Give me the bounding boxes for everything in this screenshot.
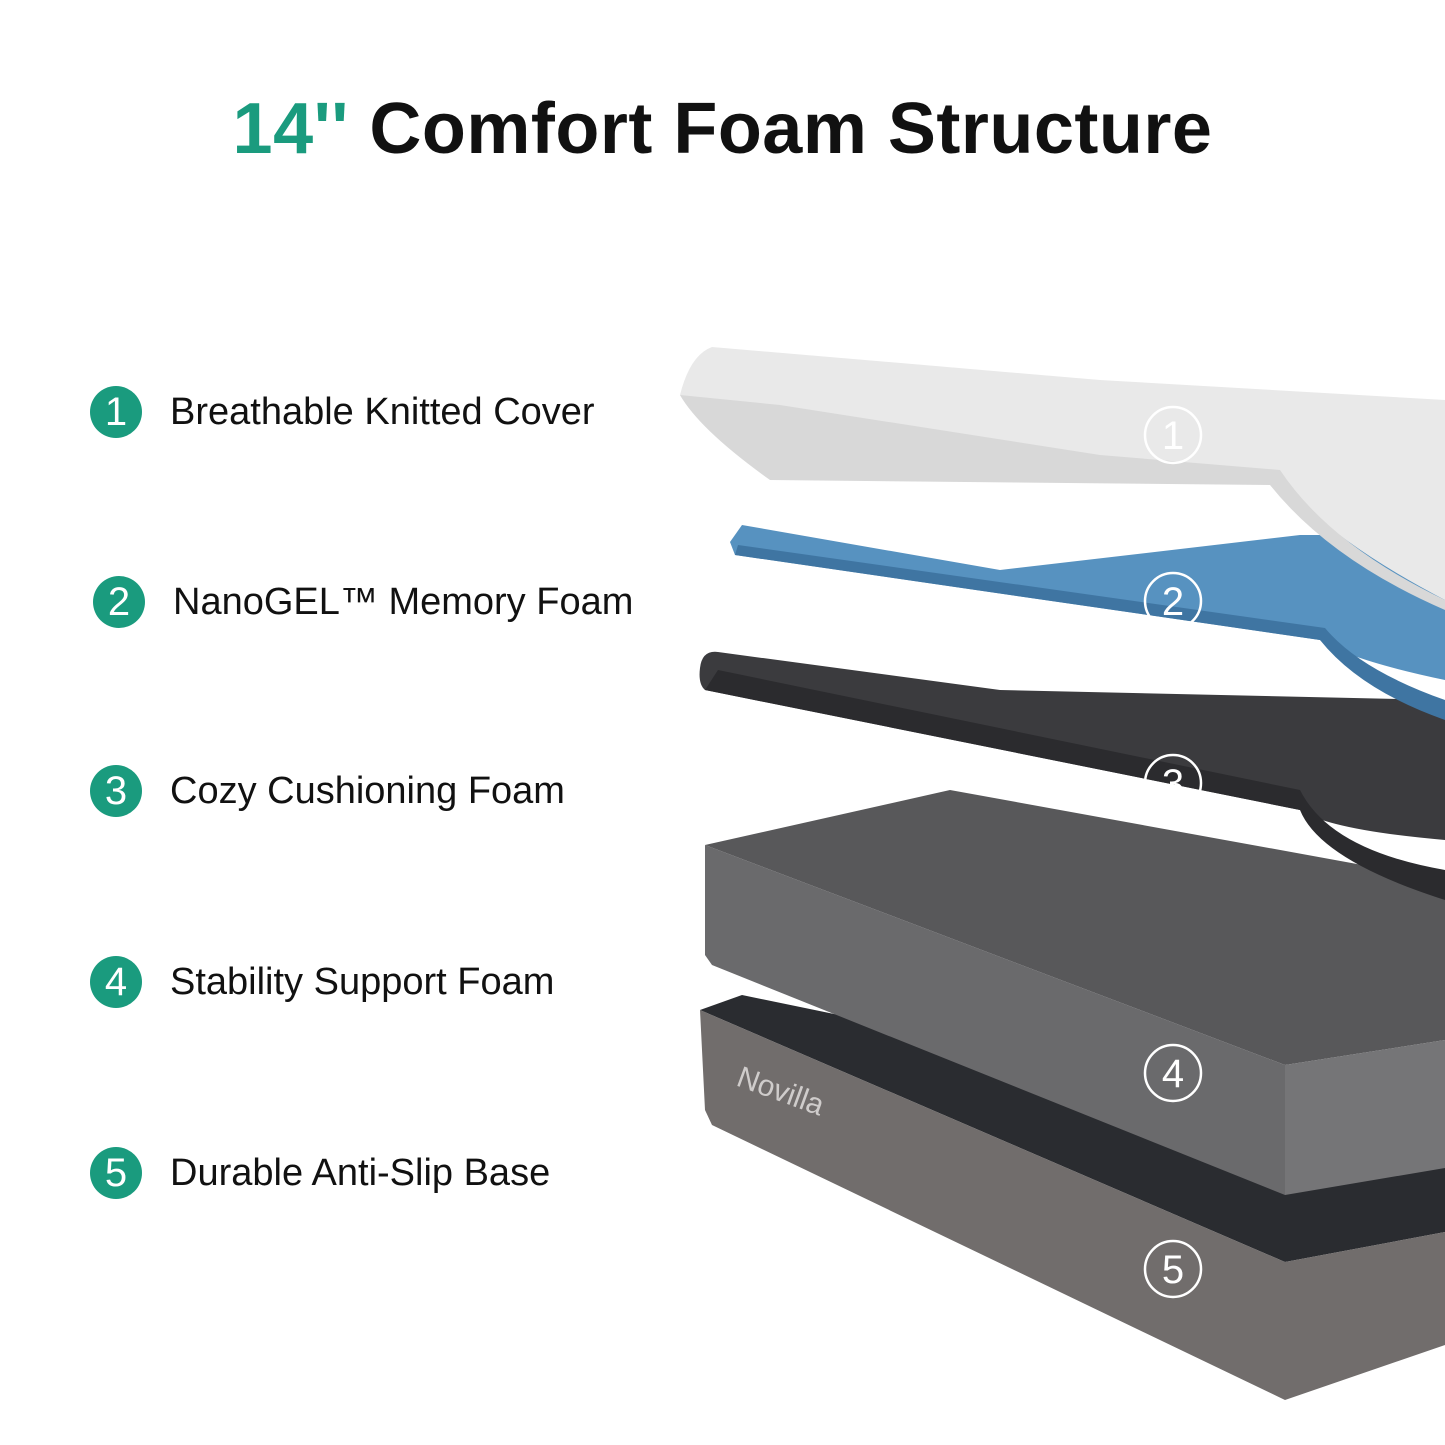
marker-4: 4 [1143, 1043, 1203, 1103]
legend-item-3: 3 Cozy Cushioning Foam [90, 765, 565, 817]
marker-1: 1 [1143, 405, 1203, 465]
layer-1-cover [680, 347, 1445, 610]
legend-label: Cozy Cushioning Foam [170, 769, 565, 812]
title-accent: 14'' [232, 89, 349, 169]
svg-text:3: 3 [1162, 762, 1184, 806]
number-badge: 2 [93, 576, 145, 628]
layer-5-base: Novilla [700, 995, 1445, 1400]
marker-3: 3 [1143, 753, 1203, 813]
legend-item-1: 1 Breathable Knitted Cover [90, 386, 595, 438]
legend-label: Stability Support Foam [170, 960, 555, 1003]
legend-item-4: 4 Stability Support Foam [90, 956, 554, 1008]
svg-text:5: 5 [1162, 1248, 1184, 1292]
svg-text:1: 1 [1162, 414, 1184, 458]
layer-3-cushioning [699, 651, 1445, 900]
marker-5: 5 [1143, 1239, 1203, 1299]
layer-4-support [705, 790, 1445, 1195]
number-badge: 5 [90, 1147, 142, 1199]
svg-text:4: 4 [1162, 1052, 1184, 1096]
page-title: 14'' Comfort Foam Structure [0, 88, 1445, 170]
layer-2-memory-foam [730, 525, 1445, 720]
legend-item-2: 2 NanoGEL™ Memory Foam [93, 576, 633, 628]
legend-label: Durable Anti-Slip Base [170, 1151, 551, 1194]
legend-label: Breathable Knitted Cover [170, 390, 595, 433]
legend-label: NanoGEL™ Memory Foam [173, 580, 634, 623]
title-main: Comfort Foam Structure [369, 89, 1213, 169]
number-badge: 1 [90, 386, 142, 438]
number-badge: 4 [90, 956, 142, 1008]
svg-text:2: 2 [1162, 580, 1184, 624]
legend-item-5: 5 Durable Anti-Slip Base [90, 1147, 550, 1199]
marker-2: 2 [1143, 571, 1203, 631]
number-badge: 3 [90, 765, 142, 817]
